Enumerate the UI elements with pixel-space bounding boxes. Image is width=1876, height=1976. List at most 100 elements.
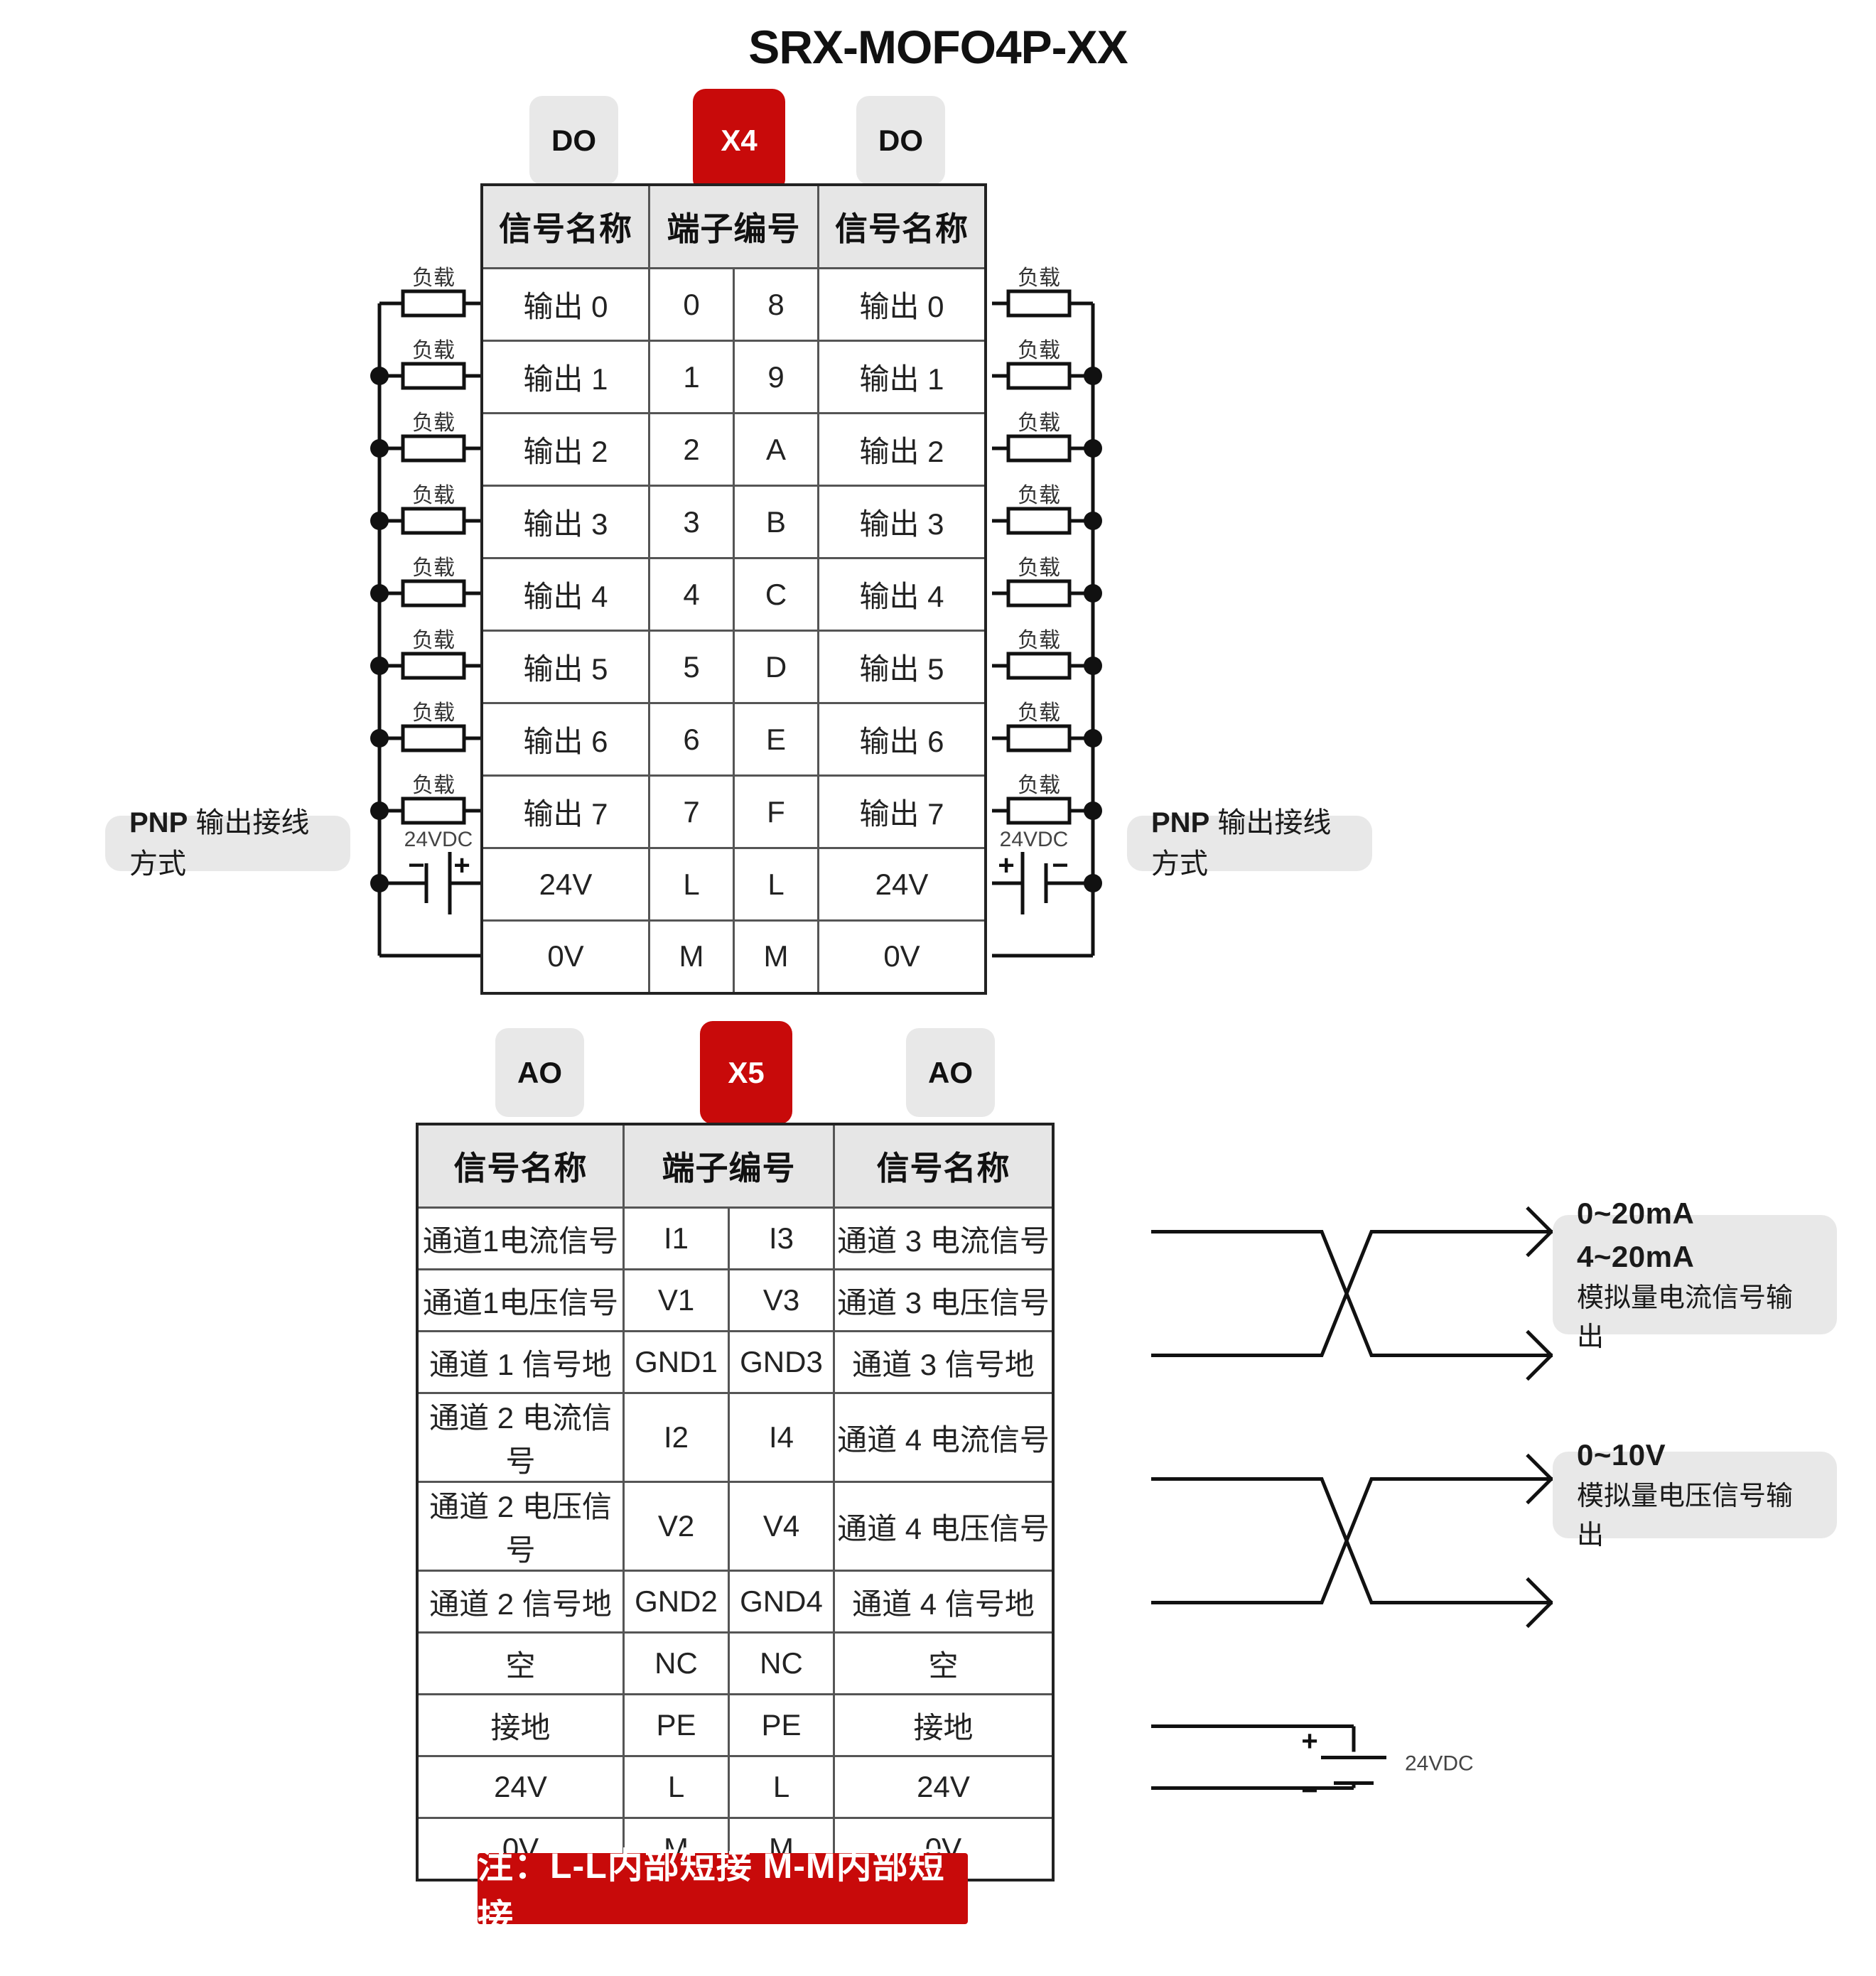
junction-dot-left: [370, 729, 389, 747]
load-resistor-symbol: [1006, 797, 1072, 825]
load-label: 负载: [412, 774, 455, 797]
cell-signal-right: 输出 3: [817, 485, 987, 559]
pnp-note-right: PNP 输出接线方式: [1127, 807, 1372, 880]
load-label: 负载: [412, 556, 455, 580]
cell-signal-right: 24V: [833, 1755, 1055, 1819]
col-header-signal-right: 信号名称: [833, 1123, 1055, 1209]
annotation-current-output: 0~20mA 4~20mA 模拟量电流信号输出: [1553, 1197, 1837, 1352]
load-resistor-symbol: [401, 362, 466, 390]
cell-terminal-right: F: [733, 774, 819, 849]
cell-signal-right: 通道 4 信号地: [833, 1570, 1055, 1634]
badge-x5: X5: [700, 1021, 792, 1124]
cell-signal-right: 输出 1: [817, 340, 987, 414]
cell-signal-left: 输出 0: [480, 267, 650, 342]
cell-signal-left: 输出 5: [480, 630, 650, 704]
cell-terminal-left: I2: [622, 1392, 730, 1483]
load-label: 负载: [1018, 339, 1060, 362]
cell-terminal-right: B: [733, 485, 819, 559]
load-label: 负载: [412, 629, 455, 652]
cell-terminal-left: 3: [648, 485, 735, 559]
cell-terminal-left: 7: [648, 774, 735, 849]
junction-dot-left: [370, 801, 389, 820]
arrow-fork-top: [1526, 1206, 1553, 1258]
cell-terminal-left: 1: [648, 340, 735, 414]
load-label: 负载: [1018, 701, 1060, 725]
load-resistor-symbol: [401, 507, 466, 535]
cell-terminal-left: L: [648, 847, 735, 922]
load-resistor-symbol: [1006, 507, 1072, 535]
junction-dot-right-24v: [1084, 874, 1102, 892]
cell-terminal-right: V3: [728, 1268, 835, 1332]
cell-signal-left: 输出 3: [480, 485, 650, 559]
cell-terminal-left: PE: [622, 1693, 730, 1757]
junction-dot-right: [1084, 657, 1102, 675]
col-header-terminal: 端子编号: [622, 1123, 835, 1209]
load-resistor-symbol: [401, 724, 466, 752]
cell-terminal-right: NC: [728, 1631, 835, 1695]
short-circuit-note: 注：L-L内部短接 M-M内部短接: [478, 1846, 968, 1937]
plus-sign-ao: +: [1301, 1726, 1317, 1757]
cell-signal-left: 接地: [416, 1693, 625, 1757]
current-desc: 模拟量电流信号输出: [1577, 1283, 1794, 1352]
cell-terminal-right: I4: [728, 1392, 835, 1483]
junction-dot-right: [1084, 801, 1102, 820]
cell-terminal-left: V1: [622, 1268, 730, 1332]
cell-terminal-left: V2: [622, 1481, 730, 1572]
cell-signal-left: 空: [416, 1631, 625, 1695]
badge-ao-left: AO: [495, 1028, 584, 1117]
cell-signal-right: 输出 4: [817, 557, 987, 632]
cell-terminal-right: L: [728, 1755, 835, 1819]
cell-signal-left: 0V: [480, 919, 650, 994]
pnp-right-rest: 输出接线方式: [1151, 807, 1332, 880]
cell-signal-right: 通道 4 电流信号: [833, 1392, 1055, 1483]
table-header-row: 信号名称 端子编号 信号名称: [416, 1123, 1055, 1209]
load-label: 负载: [1018, 774, 1060, 797]
cell-terminal-left: 0: [648, 267, 735, 342]
cell-signal-left: 输出 2: [480, 412, 650, 487]
load-resistor-symbol: [1006, 724, 1072, 752]
cell-terminal-left: I1: [622, 1206, 730, 1270]
cell-terminal-left: 5: [648, 630, 735, 704]
cell-terminal-left: 2: [648, 412, 735, 487]
cell-terminal-right: V4: [728, 1481, 835, 1572]
junction-dot-right: [1084, 439, 1102, 458]
pnp-note-left: PNP 输出接线方式: [105, 807, 350, 880]
load-label: 负载: [412, 411, 455, 435]
junction-dot-left: [370, 367, 389, 385]
pnp-left-bold: PNP: [129, 807, 188, 838]
load-label: 负载: [1018, 484, 1060, 507]
cell-signal-left: 24V: [480, 847, 650, 922]
signal-wire-cross-a: [1151, 1477, 1553, 1604]
load-label: 负载: [1018, 266, 1060, 290]
load-resistor-symbol: [1006, 362, 1072, 390]
cell-signal-left: 通道 2 电流信号: [416, 1392, 625, 1483]
load-label: 负载: [1018, 556, 1060, 580]
arrow-fork-top: [1526, 1453, 1553, 1505]
cell-terminal-left: 6: [648, 702, 735, 777]
cell-signal-left: 通道 1 信号地: [416, 1330, 625, 1394]
cell-signal-left: 输出 4: [480, 557, 650, 632]
cell-signal-right: 24V: [817, 847, 987, 922]
cell-signal-right: 输出 7: [817, 774, 987, 849]
badge-ao-right: AO: [906, 1028, 995, 1117]
cell-signal-right: 通道 3 电压信号: [833, 1268, 1055, 1332]
cell-signal-right: 通道 3 电流信号: [833, 1206, 1055, 1270]
load-resistor-symbol: [1006, 434, 1072, 463]
cell-terminal-right: 9: [733, 340, 819, 414]
cell-signal-left: 通道1电流信号: [416, 1206, 625, 1270]
cell-terminal-right: C: [733, 557, 819, 632]
supply-label-left: 24VDC: [404, 828, 473, 851]
cell-signal-right: 输出 2: [817, 412, 987, 487]
cell-terminal-right: GND4: [728, 1570, 835, 1634]
